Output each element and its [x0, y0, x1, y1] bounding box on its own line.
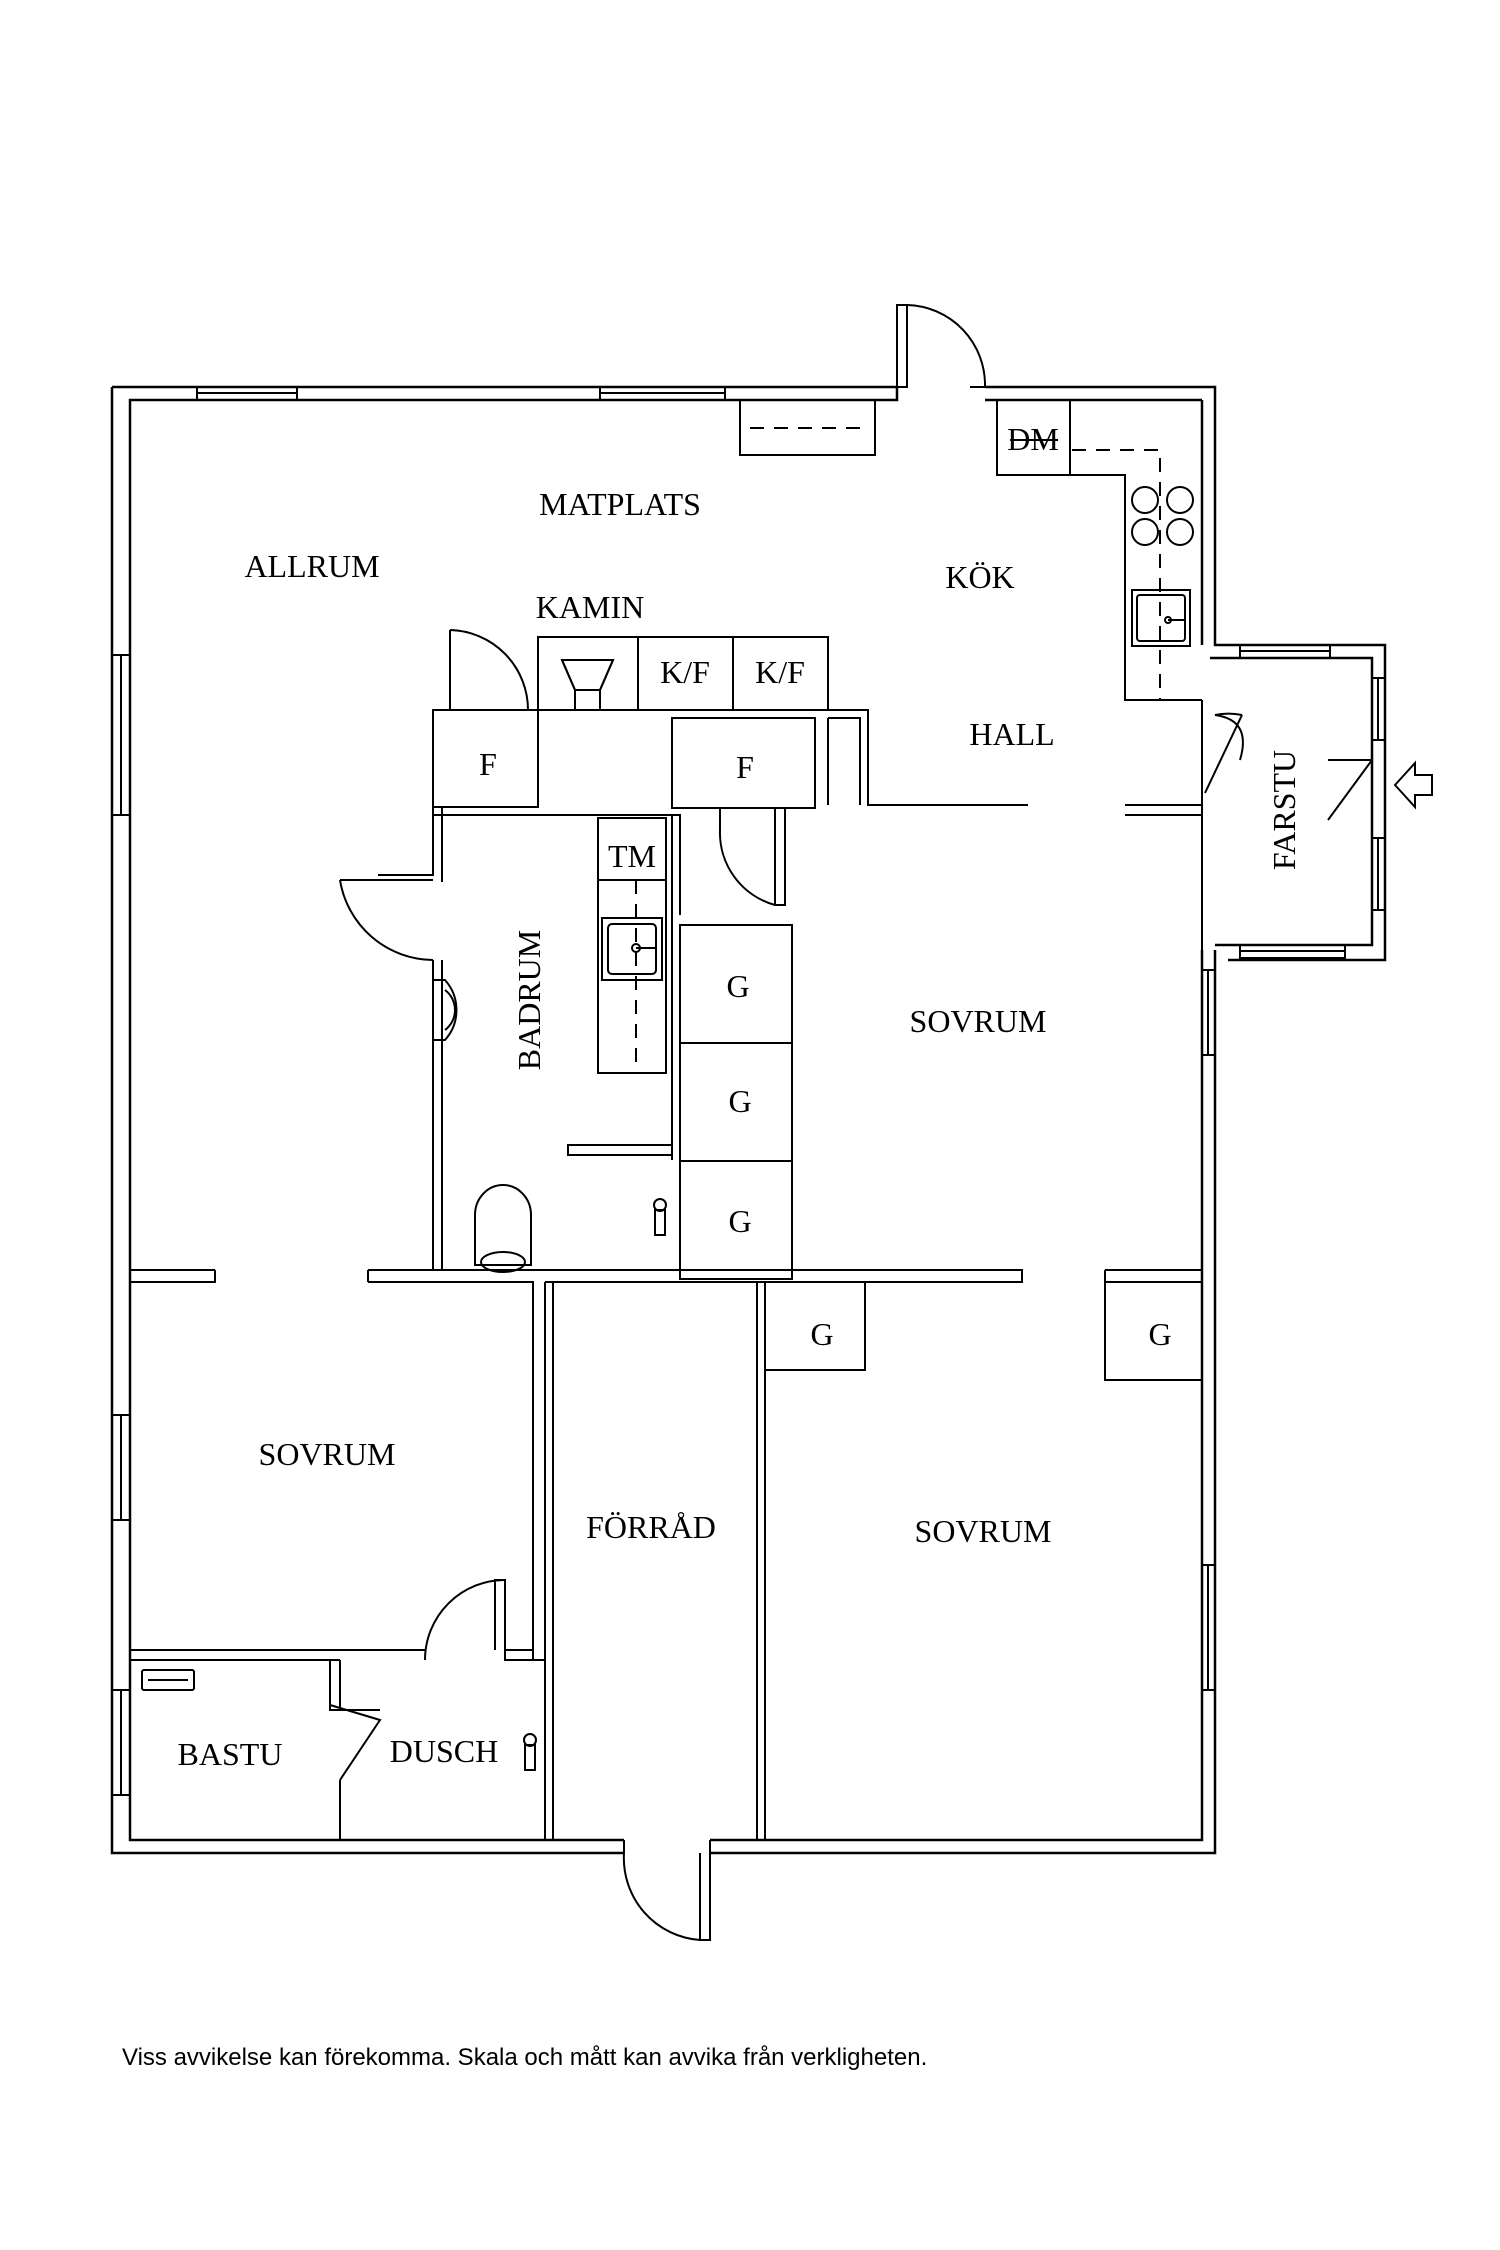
- windows: [111, 386, 1216, 1796]
- fixture-label-tm: TM: [608, 838, 656, 874]
- lower-wardrobes: [764, 1281, 1203, 1381]
- fixture-label-kf-2: K/F: [755, 654, 805, 690]
- interior-walls: [432, 629, 1203, 950]
- outer-walls: [110, 385, 1228, 1855]
- fixture-label-g-5: G: [1148, 1316, 1171, 1352]
- fixture-label-g-4: G: [810, 1316, 833, 1352]
- badrum-walls: [339, 807, 681, 1273]
- room-label-sovrum-2: SOVRUM: [259, 1436, 396, 1472]
- fixture-label-g-3: G: [728, 1203, 751, 1239]
- fixture-label-f-2: F: [736, 749, 754, 785]
- room-label-dusch: DUSCH: [390, 1733, 498, 1769]
- fixture-labels: DM TM K/F K/F F F G G G G G: [479, 421, 1171, 1352]
- forrad-walls: [544, 1281, 766, 1941]
- matplats-cabinet: [739, 400, 876, 456]
- fixture-label-f-1: F: [479, 746, 497, 782]
- farstu-walls: [1204, 643, 1433, 962]
- room-label-allrum: ALLRUM: [244, 548, 379, 584]
- room-label-sovrum-1: SOVRUM: [910, 1003, 1047, 1039]
- kamin-block: [537, 636, 829, 711]
- wardrobes-column: [679, 924, 793, 1280]
- front-door: [896, 304, 987, 388]
- room-label-hall: HALL: [969, 716, 1054, 752]
- fixture-label-g-1: G: [726, 968, 749, 1004]
- kitchen-counter: [996, 400, 1202, 701]
- room-label-matplats: MATPLATS: [539, 486, 701, 522]
- room-label-kamin: KAMIN: [536, 589, 644, 625]
- room-label-bastu: BASTU: [178, 1736, 283, 1772]
- room-label-badrum: BADRUM: [511, 930, 547, 1070]
- mid-walls: [130, 1269, 1202, 1840]
- room-label-farstu: FARSTU: [1266, 750, 1302, 870]
- room-label-forrad: FÖRRÅD: [586, 1509, 716, 1545]
- fixture-label-kf-1: K/F: [660, 654, 710, 690]
- room-label-kok: KÖK: [945, 559, 1014, 595]
- room-label-sovrum-3: SOVRUM: [915, 1513, 1052, 1549]
- disclaimer-text: Viss avvikelse kan förekomma. Skala och …: [122, 2044, 928, 2071]
- fixture-label-g-2: G: [728, 1083, 751, 1119]
- room-labels: ALLRUM MATPLATS KÖK KAMIN HALL FARSTU BA…: [178, 486, 1302, 1772]
